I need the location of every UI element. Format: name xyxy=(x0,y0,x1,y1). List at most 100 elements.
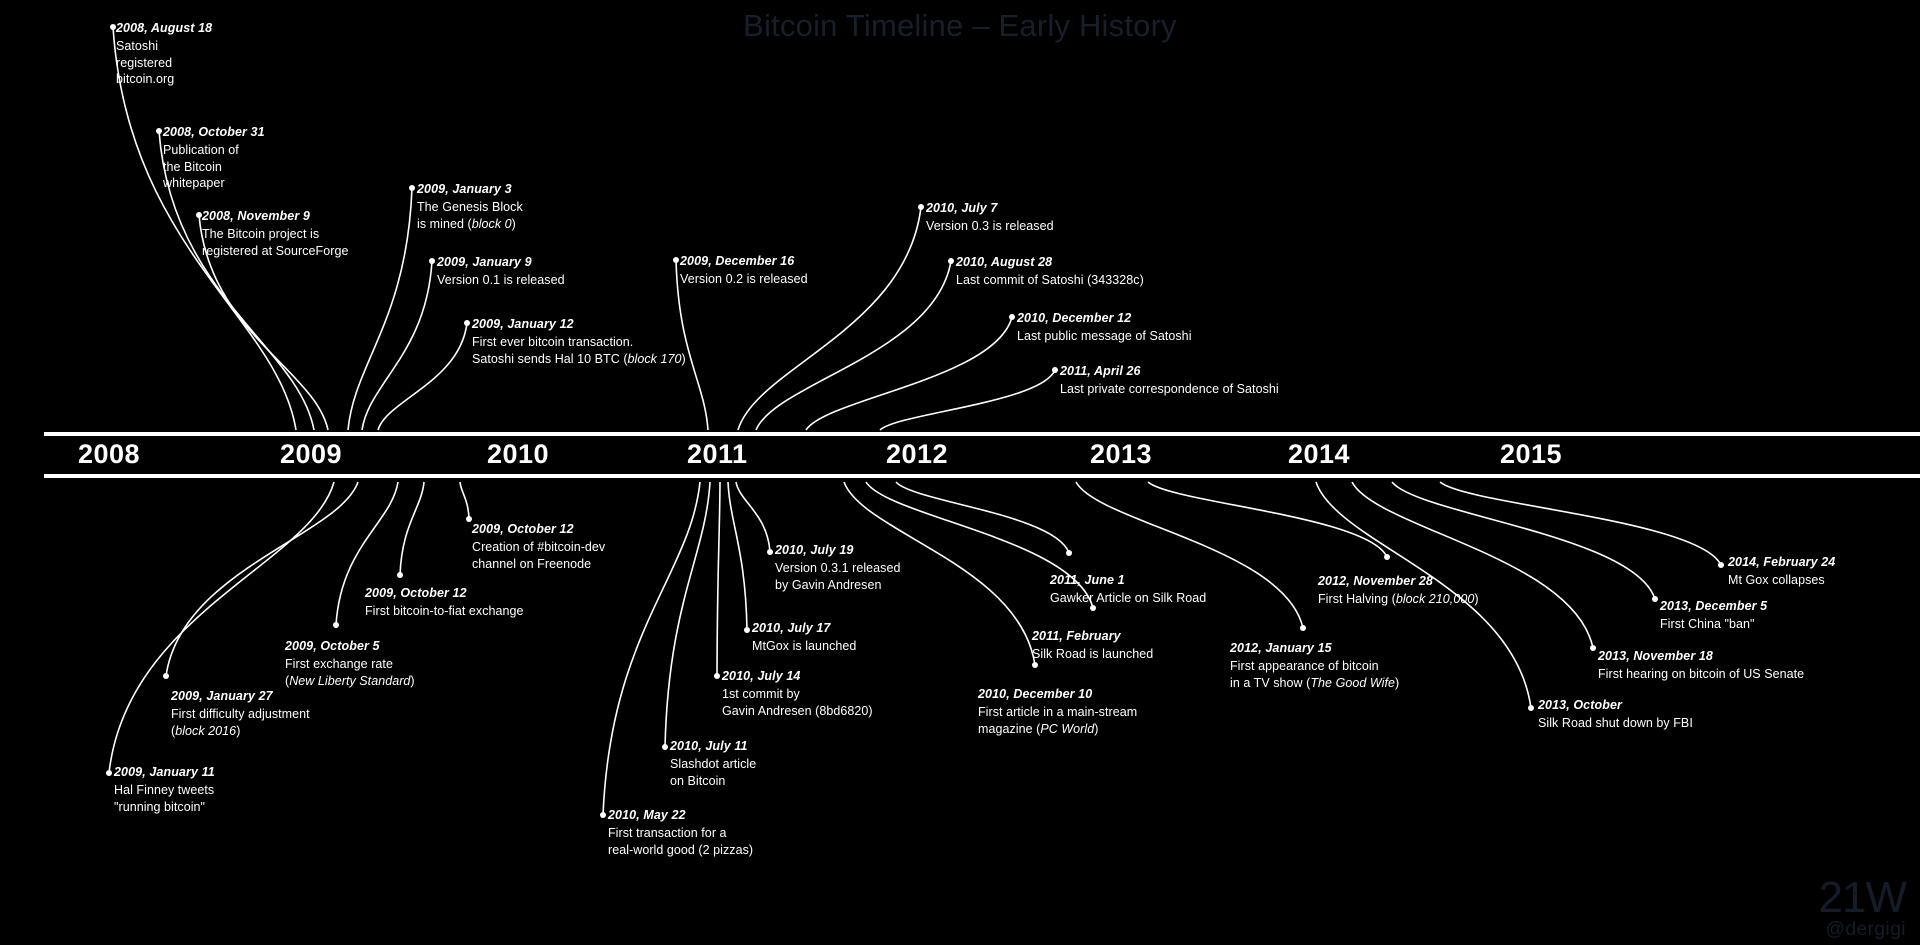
event-description-line: First appearance of bitcoin xyxy=(1230,658,1379,673)
event-date: 2012, November 28 xyxy=(1318,574,1433,588)
event-marker-dot xyxy=(600,812,606,818)
timeline-event: 2013, November 18 First hearing on bitcoi… xyxy=(1598,648,1804,683)
timeline-event: 2010, December 12 Last public message of … xyxy=(1017,310,1192,345)
event-description-line: Mt Gox collapses xyxy=(1728,572,1825,587)
event-connector xyxy=(1147,481,1388,558)
event-description-line: First hearing on bitcoin of US Senate xyxy=(1598,666,1805,681)
event-description-line: Version 0.3 is released xyxy=(926,218,1054,233)
event-description-line: "running bitcoin" xyxy=(114,799,206,814)
timeline-axis-bar xyxy=(44,432,1920,478)
event-connector xyxy=(399,481,425,576)
event-date: 2009, January 3 xyxy=(417,182,512,196)
event-description-line: (New Liberty Standard) xyxy=(285,673,415,688)
event-date: 2010, July 7 xyxy=(926,201,998,215)
event-date: 2009, October 5 xyxy=(285,639,380,653)
event-marker-dot xyxy=(196,212,202,218)
event-date: 2011, April 26 xyxy=(1060,364,1141,378)
event-description-line: Hal Finney tweets xyxy=(114,782,215,797)
event-date: 2010, July 11 xyxy=(670,739,748,753)
event-connector xyxy=(1439,481,1722,566)
event-description-line: Satoshi xyxy=(116,38,159,53)
event-marker-dot xyxy=(767,549,773,555)
event-date: 2008, October 31 xyxy=(163,125,265,139)
timeline-event: 2009, January 11 Hal Finney tweets "runnin… xyxy=(114,764,215,815)
timeline-event: 2010, December 10 First article in a main… xyxy=(978,686,1137,737)
event-date: 2013, November 18 xyxy=(1598,649,1713,663)
timeline-event: 2009, October 5 First exchange rate (New L… xyxy=(285,638,415,689)
axis-year-2014: 2014 xyxy=(1288,439,1351,469)
event-marker-dot xyxy=(106,770,112,776)
event-connector xyxy=(805,316,1013,431)
event-marker-dot xyxy=(409,185,415,191)
event-date: 2011, February xyxy=(1032,629,1121,643)
axis-year-2010: 2010 xyxy=(487,439,550,469)
event-description-line: First article in a main-stream xyxy=(978,704,1138,719)
axis-year-2012: 2012 xyxy=(886,439,949,469)
event-connector xyxy=(1351,481,1594,649)
event-date: 2010, May 22 xyxy=(608,808,686,822)
event-description-line: First bitcoin-to-fiat exchange xyxy=(365,603,524,618)
event-marker-dot xyxy=(744,627,750,633)
event-connector xyxy=(377,322,468,431)
timeline-event: 2012, November 28 First Halving (block 21… xyxy=(1318,573,1479,608)
event-marker-dot xyxy=(948,258,954,264)
event-date: 2014, February 24 xyxy=(1728,555,1836,569)
event-date: 2010, December 12 xyxy=(1017,311,1132,325)
event-description-line: First transaction for a xyxy=(608,825,727,840)
event-connector xyxy=(727,481,748,631)
page-title: Bitcoin Timeline – Early History xyxy=(743,8,1177,43)
event-connector xyxy=(879,369,1056,431)
event-marker-dot xyxy=(714,673,720,679)
event-description-line: First exchange rate xyxy=(285,656,393,671)
event-connector xyxy=(664,481,711,748)
event-date: 2013, October xyxy=(1538,698,1622,712)
event-marker-dot xyxy=(1300,625,1306,631)
timeline-event: 2009, January 3 The Genesis Block is mined… xyxy=(417,181,523,232)
axis-year-2015: 2015 xyxy=(1500,439,1563,469)
watermark-logo: 21W xyxy=(1818,873,1907,923)
event-description-line: 1st commit by xyxy=(722,686,800,701)
event-description-line: Last commit of Satoshi (343328c) xyxy=(956,272,1144,287)
event-connector xyxy=(459,481,470,520)
event-description-line: whitepaper xyxy=(163,176,225,191)
event-marker-dot xyxy=(397,572,403,578)
axis-year-2009: 2009 xyxy=(280,439,343,469)
event-marker-dot xyxy=(429,258,435,264)
timeline-event: 2010, May 22 First transaction for a real-… xyxy=(608,807,753,858)
event-marker-dot xyxy=(662,744,668,750)
event-description-line: The Genesis Block xyxy=(417,199,523,214)
event-description-line: is mined (block 0) xyxy=(417,216,516,231)
event-marker-dot xyxy=(1718,562,1724,568)
event-description-line: channel on Freenode xyxy=(472,556,592,571)
event-date: 2009, October 12 xyxy=(472,522,574,536)
timeline-event: 2010, August 28 Last commit of Satoshi (3… xyxy=(956,254,1144,289)
event-connector xyxy=(347,187,413,431)
event-description-line: First Halving (block 210,000) xyxy=(1318,591,1479,606)
event-marker-dot xyxy=(1066,550,1072,556)
event-description-line: Publication of xyxy=(163,142,239,157)
event-date: 2009, January 9 xyxy=(437,255,532,269)
event-date: 2008, August 18 xyxy=(116,21,213,35)
event-description-line: The Bitcoin project is xyxy=(202,226,320,241)
event-date: 2010, December 10 xyxy=(978,687,1093,701)
event-marker-dot xyxy=(1009,314,1015,320)
event-date: 2009, January 11 xyxy=(114,765,215,779)
event-date: 2010, July 17 xyxy=(752,621,831,635)
event-description-line: real-world good (2 pizzas) xyxy=(608,842,754,857)
event-marker-dot xyxy=(1090,605,1096,611)
event-description-line: First ever bitcoin transaction. xyxy=(472,334,634,349)
event-description-line: Last public message of Satoshi xyxy=(1017,328,1192,343)
event-date: 2010, August 28 xyxy=(956,255,1053,269)
event-connector xyxy=(735,481,771,553)
